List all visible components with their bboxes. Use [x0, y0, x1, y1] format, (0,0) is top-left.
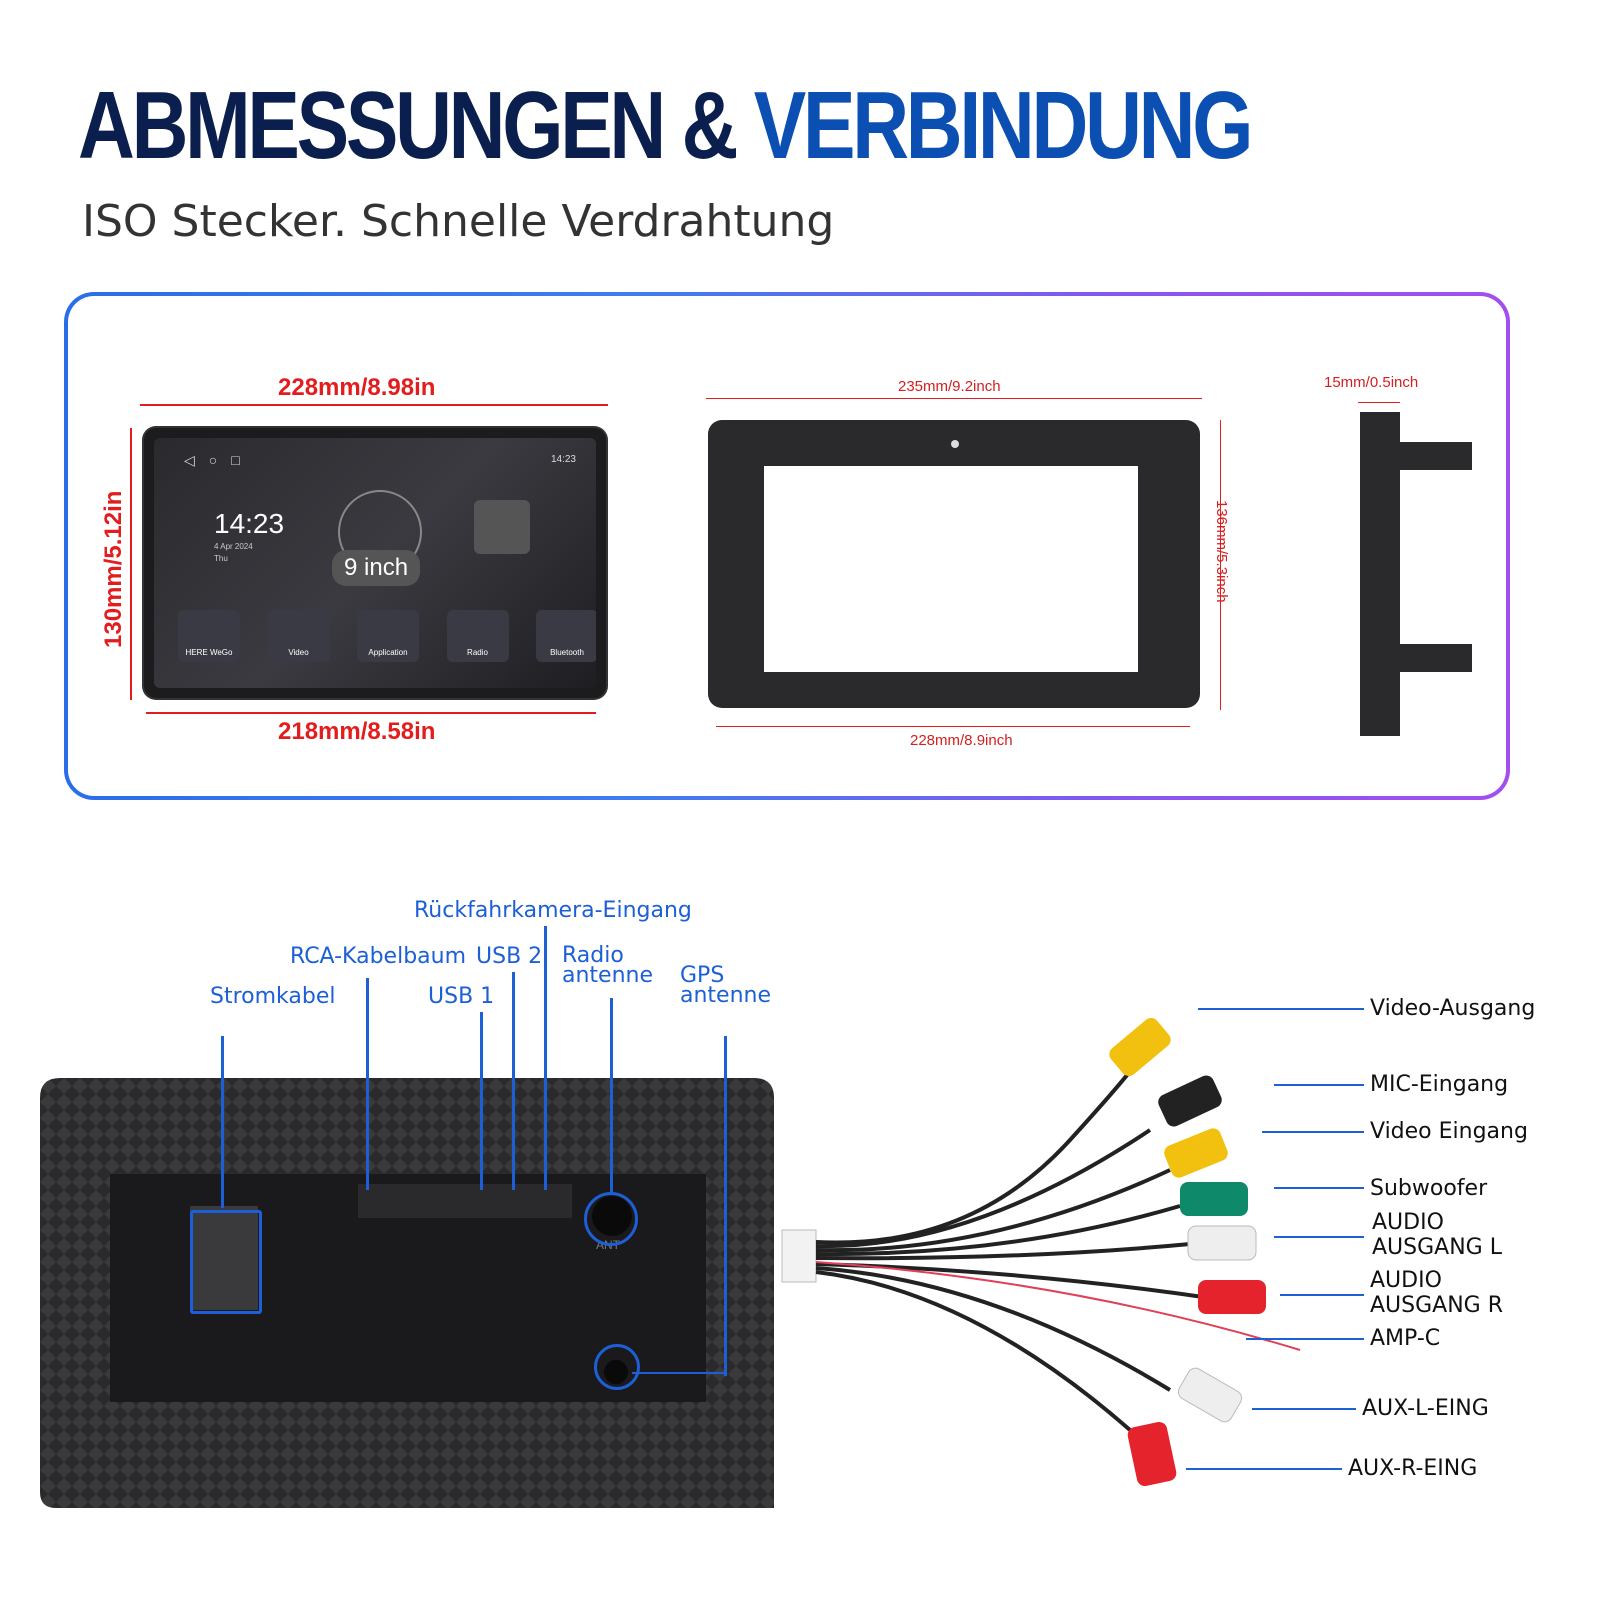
frame-top-width-line — [706, 398, 1202, 399]
title-part1: ABMESSUNGEN — [78, 72, 666, 179]
label-usb2: USB 2 — [476, 944, 543, 969]
unit-height-label: 130mm/5.12in — [100, 490, 127, 648]
arrow-audio-l — [1274, 1236, 1364, 1238]
label-gps-line1: GPS — [680, 963, 725, 988]
label-audio-r-line1: AUDIO — [1370, 1268, 1442, 1293]
screen-weekday: Thu — [214, 554, 228, 563]
label-power-cable: Stromkabel — [210, 984, 336, 1009]
arrow-video-out — [1198, 1008, 1364, 1010]
label-radio-line1: Radio — [562, 943, 624, 968]
radio-leader — [610, 998, 613, 1192]
arrow-video-in — [1262, 1131, 1364, 1133]
rca-leader — [366, 978, 369, 1190]
screen-date: 4 Apr 2024 — [214, 542, 253, 551]
label-audio-l-line1: AUDIO — [1372, 1210, 1444, 1235]
label-reverse-camera: Rückfahrkamera-Eingang — [414, 898, 692, 923]
frame-depth-line — [1358, 402, 1400, 403]
frame-bottom-width-line — [716, 726, 1190, 727]
label-gps-antenna: GPS antenne — [680, 963, 772, 1008]
label-audio-r-line2: AUSGANG R — [1370, 1293, 1503, 1318]
camera-leader — [544, 926, 547, 1190]
frame-top-width-label: 235mm/9.2inch — [898, 378, 1001, 395]
gps-antenna-port — [594, 1344, 640, 1390]
arrow-aux-l — [1252, 1408, 1356, 1410]
unit-top-width-line — [140, 404, 608, 406]
arrow-aux-r — [1186, 1468, 1342, 1470]
mounting-frame-side — [1360, 412, 1472, 736]
label-audio-l-line2: AUSGANG L — [1372, 1235, 1502, 1260]
unit-bottom-width-label: 218mm/8.58in — [278, 718, 436, 745]
media-player-widget — [474, 500, 530, 554]
page-title: ABMESSUNGEN & VERBINDUNG — [78, 78, 1253, 174]
screen-clock: 14:23 — [214, 508, 285, 539]
arrow-subwoofer — [1274, 1187, 1364, 1189]
head-unit-screen: ◁○□ 14:23 14:23 4 Apr 2024 Thu 9 inch HE… — [144, 428, 606, 698]
label-aux-l: AUX-L-EING — [1362, 1396, 1489, 1421]
power-leader — [221, 1036, 224, 1208]
label-audio-out-r: AUDIO AUSGANG R — [1370, 1268, 1503, 1318]
screen-size-badge: 9 inch — [332, 550, 421, 586]
app-radio: Radio — [446, 610, 509, 662]
app-application: Application — [357, 610, 419, 662]
label-subwoofer: Subwoofer — [1370, 1176, 1488, 1201]
gps-leader-vertical — [724, 1036, 727, 1376]
label-aux-r: AUX-R-EING — [1348, 1456, 1478, 1481]
label-gps-line2: antenne — [680, 983, 772, 1008]
mounting-frame-front — [708, 420, 1200, 708]
label-amp: AMP-C — [1370, 1326, 1441, 1351]
page-subtitle: ISO Stecker. Schnelle Verdrahtung — [82, 196, 835, 247]
status-time: 14:23 — [550, 454, 576, 465]
app-bluetooth: Bluetooth — [536, 610, 596, 662]
head-unit-back-panel — [40, 1078, 774, 1508]
label-video-out: Video-Ausgang — [1370, 996, 1536, 1021]
unit-top-width-label: 228mm/8.98in — [278, 374, 436, 401]
radio-antenna-port — [584, 1192, 638, 1246]
app-here-wego: HERE WeGo — [178, 610, 240, 662]
label-radio-line2: antenne — [562, 963, 654, 988]
usb1-leader — [480, 1012, 483, 1190]
frame-bottom-width-label: 228mm/8.9inch — [910, 732, 1013, 749]
arrow-mic-in — [1274, 1084, 1364, 1086]
app-video: Video — [267, 610, 330, 662]
label-usb1: USB 1 — [428, 984, 495, 1009]
unit-height-line — [130, 428, 132, 700]
unit-bottom-width-line — [146, 712, 596, 714]
screen-display: ◁○□ 14:23 14:23 4 Apr 2024 Thu 9 inch HE… — [154, 438, 596, 688]
frame-height-line — [1220, 420, 1221, 710]
arrow-amp — [1246, 1338, 1364, 1340]
power-connector-port — [190, 1210, 262, 1314]
frame-depth-label: 15mm/0.5inch — [1324, 374, 1419, 391]
arrow-audio-r — [1280, 1294, 1364, 1296]
usb2-leader — [512, 972, 515, 1190]
title-part2: VERBINDUNG — [753, 72, 1254, 179]
label-mic-in: MIC-Eingang — [1370, 1072, 1509, 1097]
title-amp: & — [681, 72, 739, 179]
label-audio-out-l: AUDIO AUSGANG L — [1372, 1210, 1502, 1260]
gps-leader-horizontal — [632, 1372, 726, 1374]
label-rca-harness: RCA-Kabelbaum — [290, 944, 467, 969]
label-radio-antenna: Radio antenne — [562, 943, 654, 988]
app-dock: HERE WeGo Video Application Radio Blueto… — [178, 610, 596, 662]
nav-bar-icons: ◁○□ — [184, 452, 254, 468]
label-video-in: Video Eingang — [1370, 1119, 1528, 1144]
rca-cable-harness — [781, 1017, 1301, 1487]
